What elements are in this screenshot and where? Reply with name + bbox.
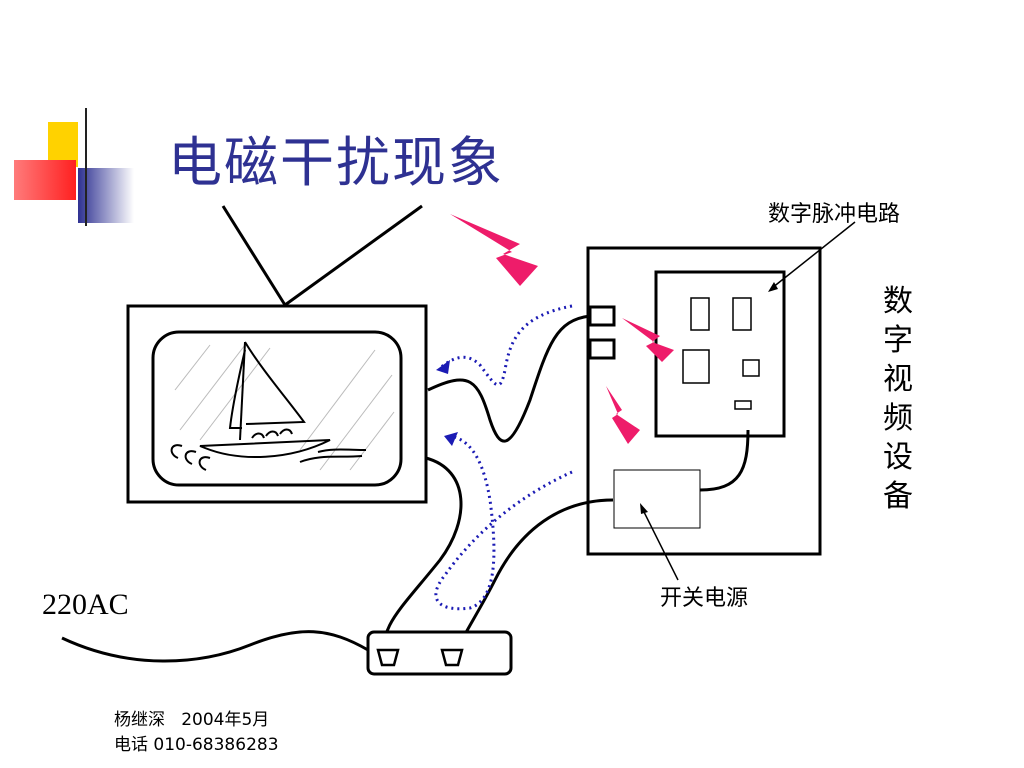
pointer-arrows <box>641 221 856 581</box>
device-label-char: 备 <box>883 479 913 514</box>
device-label-char: 设 <box>883 440 913 475</box>
device-label-char: 频 <box>883 401 913 436</box>
tv-set <box>126 304 428 504</box>
corner-decoration <box>14 108 960 226</box>
digital-pulse-circuit-label: 数字脉冲电路 <box>768 202 901 227</box>
chip-icon <box>654 270 786 438</box>
coupling-arrowheads <box>436 360 458 446</box>
coupling-paths <box>434 304 573 611</box>
digital-video-device <box>586 246 822 556</box>
device-label-char: 字 <box>883 323 913 358</box>
device-label-char: 数 <box>883 284 913 319</box>
footer: 杨继深 2004年5月 电话 010-68386283 <box>114 708 279 758</box>
device-label-char: 视 <box>883 362 913 397</box>
sailboat-icon <box>170 341 367 471</box>
footer-author-date: 杨继深 2004年5月 <box>114 710 270 730</box>
device-label: 数 字 视 频 设 备 <box>878 282 918 516</box>
power-strip <box>366 630 513 676</box>
power-source-label: 220AC <box>42 588 129 621</box>
footer-phone: 电话 010-68386283 <box>114 735 279 755</box>
lightning-icon <box>450 214 674 444</box>
switching-power-supply-label: 开关电源 <box>660 586 749 611</box>
page-title: 电磁干扰现象 <box>168 131 504 194</box>
antenna-icon <box>221 204 423 307</box>
